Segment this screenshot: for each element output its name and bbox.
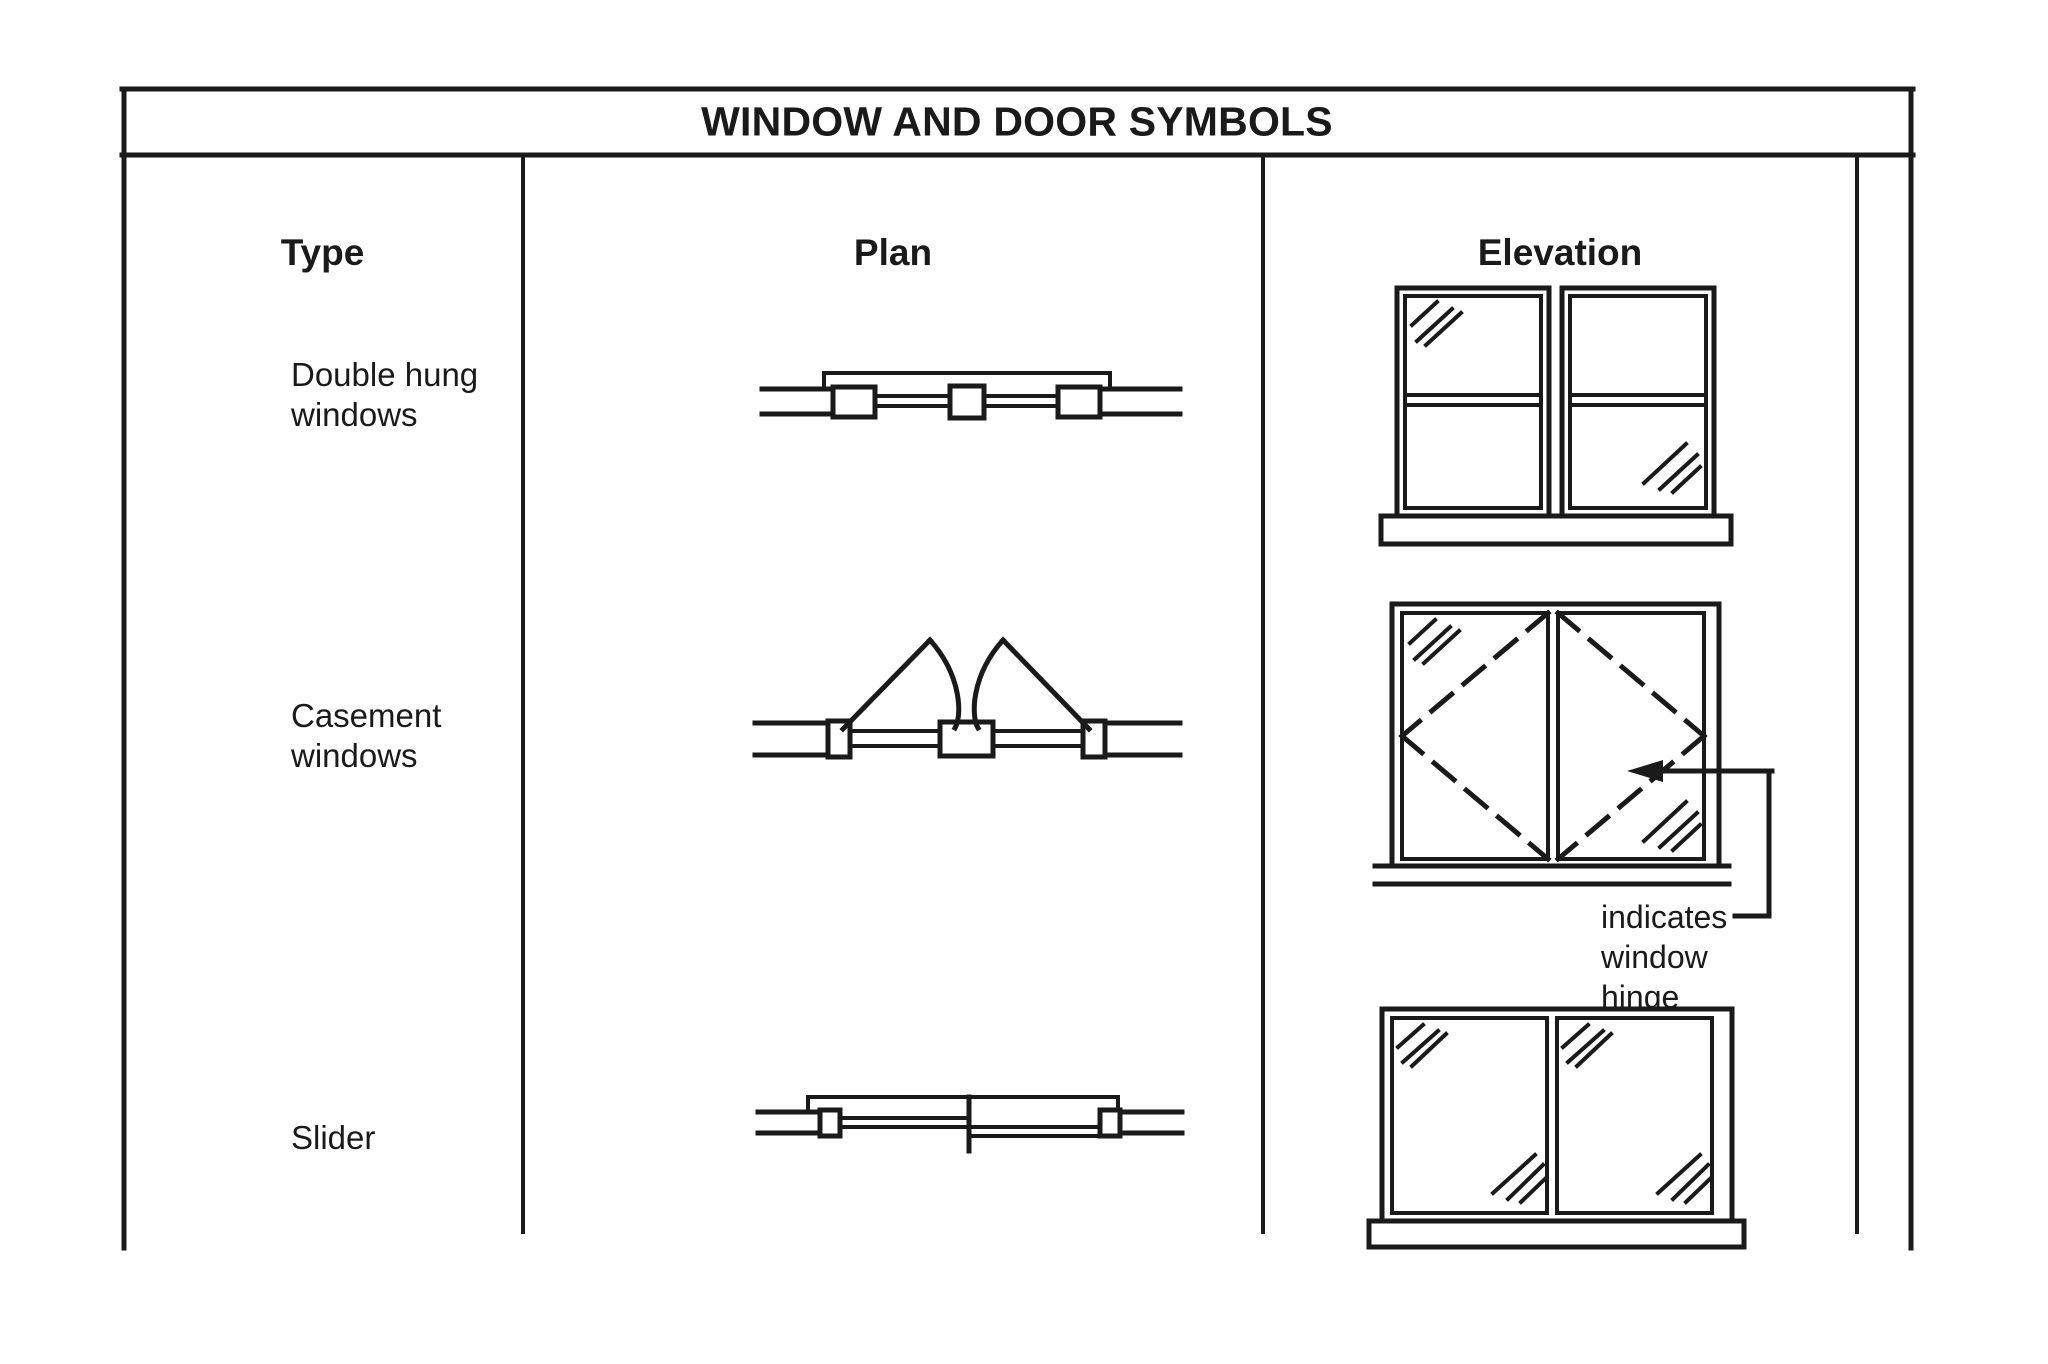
casement-elevation-symbol xyxy=(1372,601,1732,887)
plan-jamb-right xyxy=(1055,384,1103,420)
elev-glass-hatch-left-top xyxy=(1395,1022,1449,1069)
hinge-note-line1: indicates xyxy=(1601,899,1728,935)
hinge-leader-line xyxy=(1627,760,1775,919)
row-label-slider: Slider xyxy=(291,1118,375,1158)
plan-swing-arc-right xyxy=(971,636,1007,732)
row-label-line1: Slider xyxy=(291,1119,376,1156)
elev-glass-hatch-left xyxy=(1407,617,1462,666)
elev-glass-hatch-left xyxy=(1409,299,1464,348)
double-hung-elevation-symbol xyxy=(1378,285,1734,547)
plan-meeting-rail-square xyxy=(947,383,987,421)
plan-swing-arc-left xyxy=(926,636,962,732)
elev-sash-right xyxy=(1556,611,1706,861)
elev-glass-hatch-right xyxy=(1641,799,1703,853)
slider-plan-symbol xyxy=(755,1094,1185,1154)
elev-swing-dashed-right xyxy=(1554,609,1708,863)
leader-arrowhead xyxy=(1627,760,1663,782)
plan-head-outline xyxy=(822,371,1112,389)
elev-sash-left xyxy=(1400,611,1550,861)
elev-sash-right xyxy=(1568,294,1708,510)
double-hung-plan-symbol xyxy=(759,371,1183,421)
hinge-note-line2: window xyxy=(1601,939,1708,975)
elev-sash-left xyxy=(1403,294,1543,510)
casement-plan-symbol xyxy=(752,636,1183,760)
column-header-elevation: Elevation xyxy=(1477,232,1643,273)
elev-sill xyxy=(1378,513,1734,547)
column-header-plan: Plan xyxy=(853,232,933,273)
elev-glass-hatch-left-bottom xyxy=(1490,1152,1549,1205)
elev-swing-dashed-left xyxy=(1398,609,1552,863)
elev-glass-hatch-right-top xyxy=(1560,1022,1614,1069)
column-header-type: Type xyxy=(280,232,365,273)
elev-glass-hatch-right xyxy=(1641,441,1703,495)
plan-jamb-left xyxy=(830,384,878,420)
row-label-line2: windows xyxy=(291,737,418,774)
plan-jamb-right xyxy=(1097,1107,1123,1139)
plan-jamb-left xyxy=(817,1107,843,1139)
elev-sill xyxy=(1366,1218,1747,1250)
row-label-line2: windows xyxy=(291,396,418,433)
plan-head-outline xyxy=(806,1095,1120,1112)
row-label-line1: Casement xyxy=(291,697,442,734)
slider-elevation-symbol xyxy=(1366,1006,1747,1250)
plan-swing-leaf-left xyxy=(839,636,934,733)
plan-mullion-block xyxy=(937,719,996,759)
page-title: WINDOW AND DOOR SYMBOLS xyxy=(701,98,1333,145)
elev-glass-hatch-right-bottom xyxy=(1655,1152,1714,1205)
row-label-line1: Double hung xyxy=(291,356,479,393)
plan-swing-leaf-right xyxy=(999,636,1093,733)
